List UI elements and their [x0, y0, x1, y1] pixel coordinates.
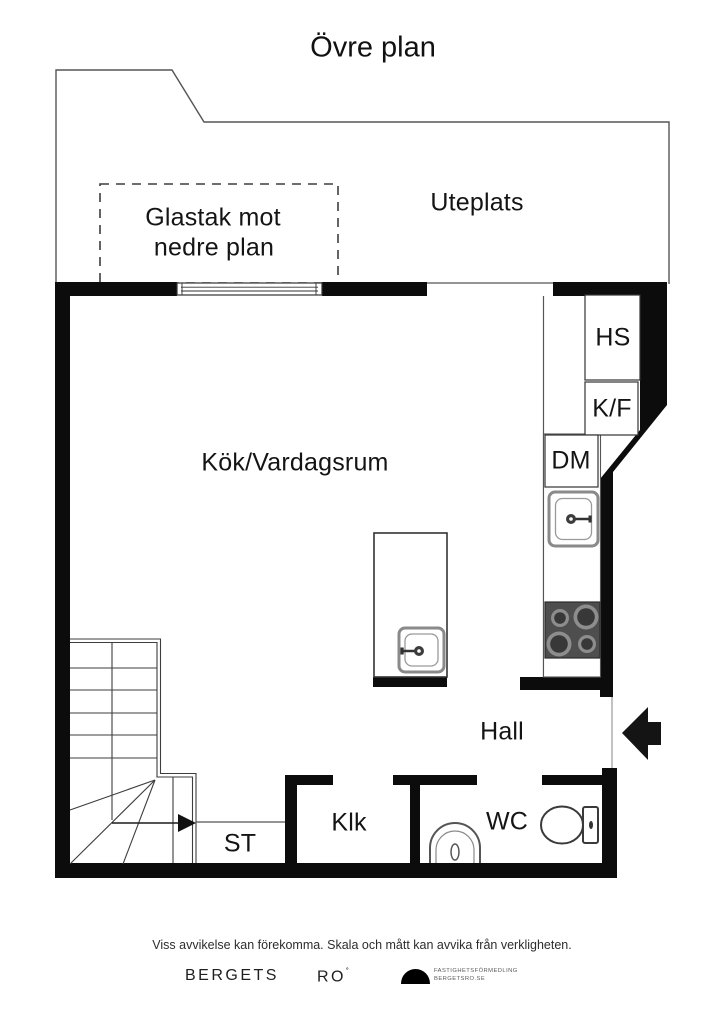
- island-sink-icon: [397, 626, 446, 674]
- glass-roof-label-line1: Glastak mot: [145, 203, 281, 232]
- stove-icon: [544, 601, 601, 659]
- stair-direction-arrow-icon: [178, 814, 196, 832]
- wall-island-stub: [373, 677, 447, 687]
- brand-ring-mark: ˚: [346, 967, 349, 977]
- wall-wc-top-right: [542, 775, 617, 785]
- wall-klk-left: [285, 775, 297, 867]
- stair-outer-boundary: [70, 638, 197, 863]
- wall-right-lower: [602, 768, 617, 878]
- brand-dome-icon: [401, 969, 430, 984]
- brand-ro-text: RO: [317, 968, 346, 986]
- agency-text: FASTIGHETSFÖRMEDLING BERGETSRO.SE: [434, 967, 518, 983]
- stair-winder-treads: [69, 779, 156, 865]
- brand-wordmark-ro: RO˚: [317, 967, 349, 986]
- terrace-outline: [55, 69, 670, 284]
- wall-right-upper: [600, 282, 667, 697]
- disclaimer-text: Viss avvikelse kan förekomma. Skala och …: [152, 938, 572, 952]
- wall-top-middle: [322, 282, 427, 296]
- kitchen-sink-icon: [547, 490, 600, 548]
- closet-hs-box: [584, 294, 641, 381]
- wall-bottom: [55, 863, 617, 878]
- room-label-klk: Klk: [331, 808, 367, 837]
- room-label-st: ST: [223, 829, 257, 858]
- glass-roof-label-line2: nedre plan: [153, 233, 275, 262]
- wc-basin-icon: [429, 822, 481, 863]
- wall-top-left: [55, 282, 177, 296]
- wall-klk-top: [285, 775, 333, 785]
- wall-top-right: [553, 282, 667, 296]
- wall-hall-top: [520, 677, 613, 690]
- agency-line2: BERGETSRO.SE: [434, 976, 486, 982]
- stair-inner-boundary: [70, 641, 194, 863]
- wall-klk-wc-divider: [410, 785, 420, 867]
- closet-label-hs: HS: [595, 323, 631, 352]
- toilet-icon: [540, 805, 599, 845]
- wall-left: [55, 282, 70, 878]
- room-label-hall: Hall: [480, 717, 524, 746]
- plan-title: Övre plan: [310, 31, 436, 64]
- window-symbol: [176, 282, 323, 296]
- dishwasher-box: [544, 434, 599, 488]
- stair-treads: [70, 667, 157, 759]
- wall-wc-top-left: [393, 775, 477, 785]
- entry-arrow-icon: [622, 707, 661, 760]
- closet-label-kf: K/F: [592, 394, 632, 423]
- room-label-wc: WC: [485, 807, 529, 836]
- room-label-kitchen-livingroom: Kök/Vardagsrum: [201, 448, 389, 477]
- closet-kf-box: [584, 381, 639, 436]
- staircase: [69, 638, 197, 865]
- agency-line1: FASTIGHETSFÖRMEDLING: [434, 968, 518, 974]
- appliance-label-dm: DM: [551, 446, 591, 475]
- room-label-uteplats: Uteplats: [430, 188, 524, 217]
- brand-wordmark-bergets: BERGETS: [185, 967, 279, 984]
